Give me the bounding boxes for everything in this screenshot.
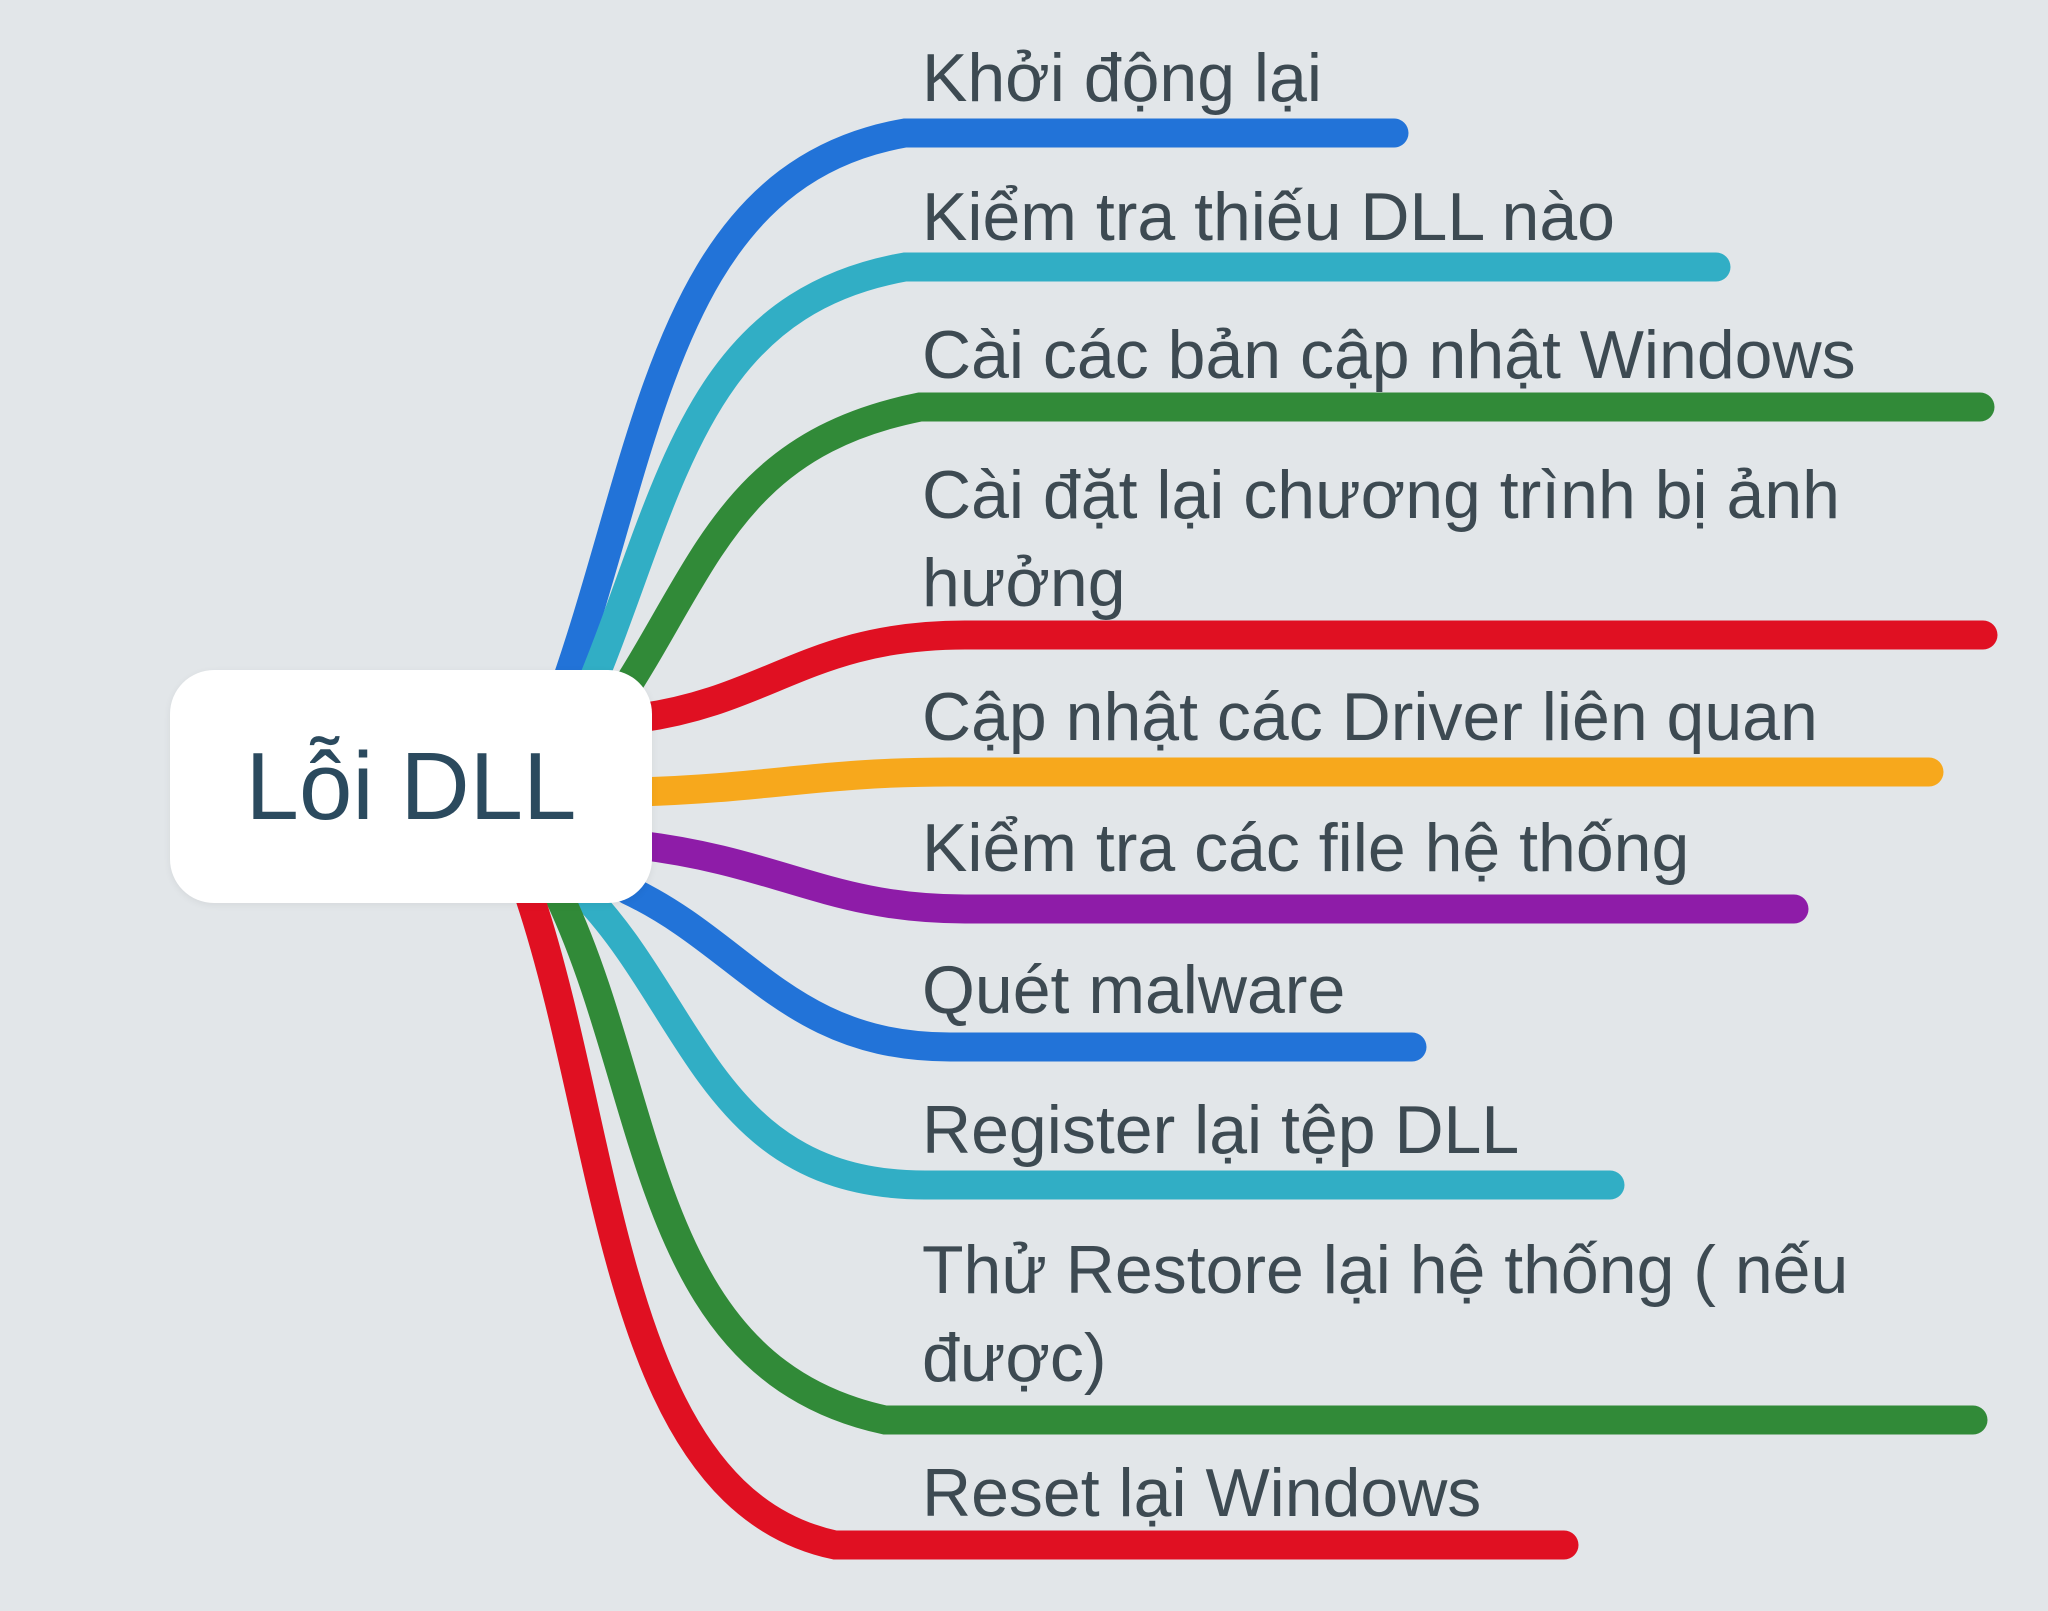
branch-label-reinstall-app[interactable]: Cài đặt lại chương trình bị ảnh hưởng: [922, 457, 1840, 621]
branch-line-system-restore: [545, 883, 1988, 1435]
branch-label-restart[interactable]: Khởi động lại: [922, 40, 1322, 116]
branch-label-system-restore[interactable]: Thử Restore lại hệ thống ( nếu được): [922, 1232, 1849, 1396]
branch-line-register-dll: [570, 880, 1625, 1200]
root-node-label: Lỗi DLL: [245, 732, 577, 840]
root-node[interactable]: Lỗi DLL: [170, 670, 652, 903]
branch-label-reset-windows[interactable]: Reset lại Windows: [922, 1455, 1482, 1531]
branch-line-scan-malware: [613, 875, 1427, 1062]
branch-label-register-dll[interactable]: Register lại tệp DLL: [922, 1092, 1520, 1168]
branch-line-reinstall-app: [625, 620, 1998, 733]
branch-line-check-sysfiles: [623, 830, 1809, 924]
branch-line-update-drivers: [623, 757, 1944, 807]
branch-line-check-missing: [570, 252, 1731, 715]
branch-label-check-sysfiles[interactable]: Kiểm tra các file hệ thống: [922, 810, 1690, 886]
branch-line-reset-windows: [515, 883, 1579, 1560]
branch-line-restart: [545, 118, 1409, 715]
branch-label-check-missing[interactable]: Kiểm tra thiếu DLL nào: [922, 179, 1615, 255]
branch-label-windows-updates[interactable]: Cài các bản cập nhật Windows: [922, 317, 1856, 393]
branch-line-windows-updates: [600, 392, 1995, 720]
branch-label-update-drivers[interactable]: Cập nhật các Driver liên quan: [922, 679, 1818, 755]
branch-label-scan-malware[interactable]: Quét malware: [922, 952, 1346, 1028]
